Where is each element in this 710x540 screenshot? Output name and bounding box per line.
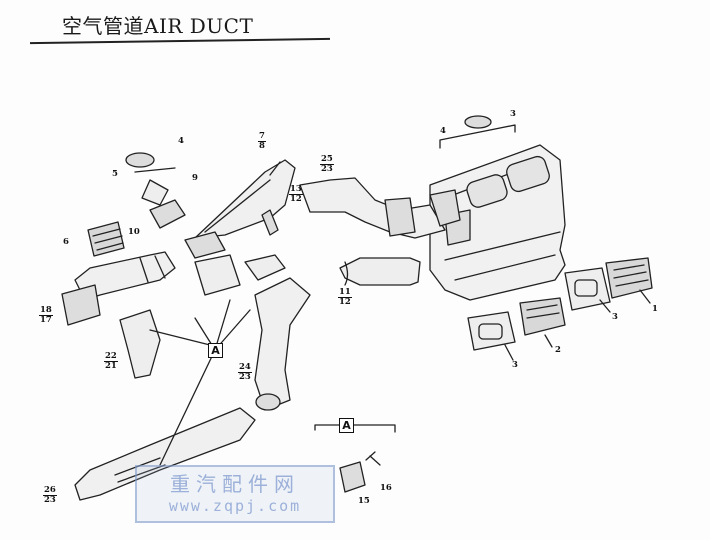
dashboard-panel <box>429 144 566 301</box>
detail-label-a-inset: A <box>339 418 354 433</box>
outlet-18 <box>61 284 101 326</box>
bracket-15 <box>339 461 366 493</box>
callout-9: 9 <box>192 173 198 183</box>
callout-4-right: 4 <box>440 126 446 136</box>
vent-assembly-lower <box>467 297 566 351</box>
center-duct <box>299 177 446 239</box>
vent-cap-left <box>125 152 155 168</box>
callout-5: 5 <box>112 169 118 179</box>
page-title: 空气管道AIR DUCT <box>62 14 254 38</box>
detail-label-a-main: A <box>208 343 223 358</box>
callout-1: 1 <box>652 304 658 314</box>
lower-duct <box>339 257 421 286</box>
callout-4-left: 4 <box>178 136 184 146</box>
callout-16: 16 <box>380 483 392 493</box>
callout-2: 2 <box>555 345 561 355</box>
callout-10: 10 <box>128 227 140 237</box>
callout-15: 15 <box>358 496 370 506</box>
grille-6 <box>87 221 125 257</box>
vertical-tube <box>254 277 311 411</box>
callout-3-top: 3 <box>510 109 516 119</box>
screw-16 <box>365 451 381 466</box>
vent-cap-right <box>464 115 492 129</box>
watermark-url: www.zqpj.com <box>168 497 302 515</box>
vent-assembly-right <box>564 257 653 311</box>
watermark: 重汽配件网 www.zqpj.com <box>135 465 335 523</box>
callout-3-lower: 3 <box>512 360 518 370</box>
upper-left-duct <box>194 159 296 239</box>
watermark-chinese: 重汽配件网 <box>170 472 300 496</box>
callout-6: 6 <box>63 237 69 247</box>
piece-22 <box>119 309 161 379</box>
callout-3-right: 3 <box>612 312 618 322</box>
